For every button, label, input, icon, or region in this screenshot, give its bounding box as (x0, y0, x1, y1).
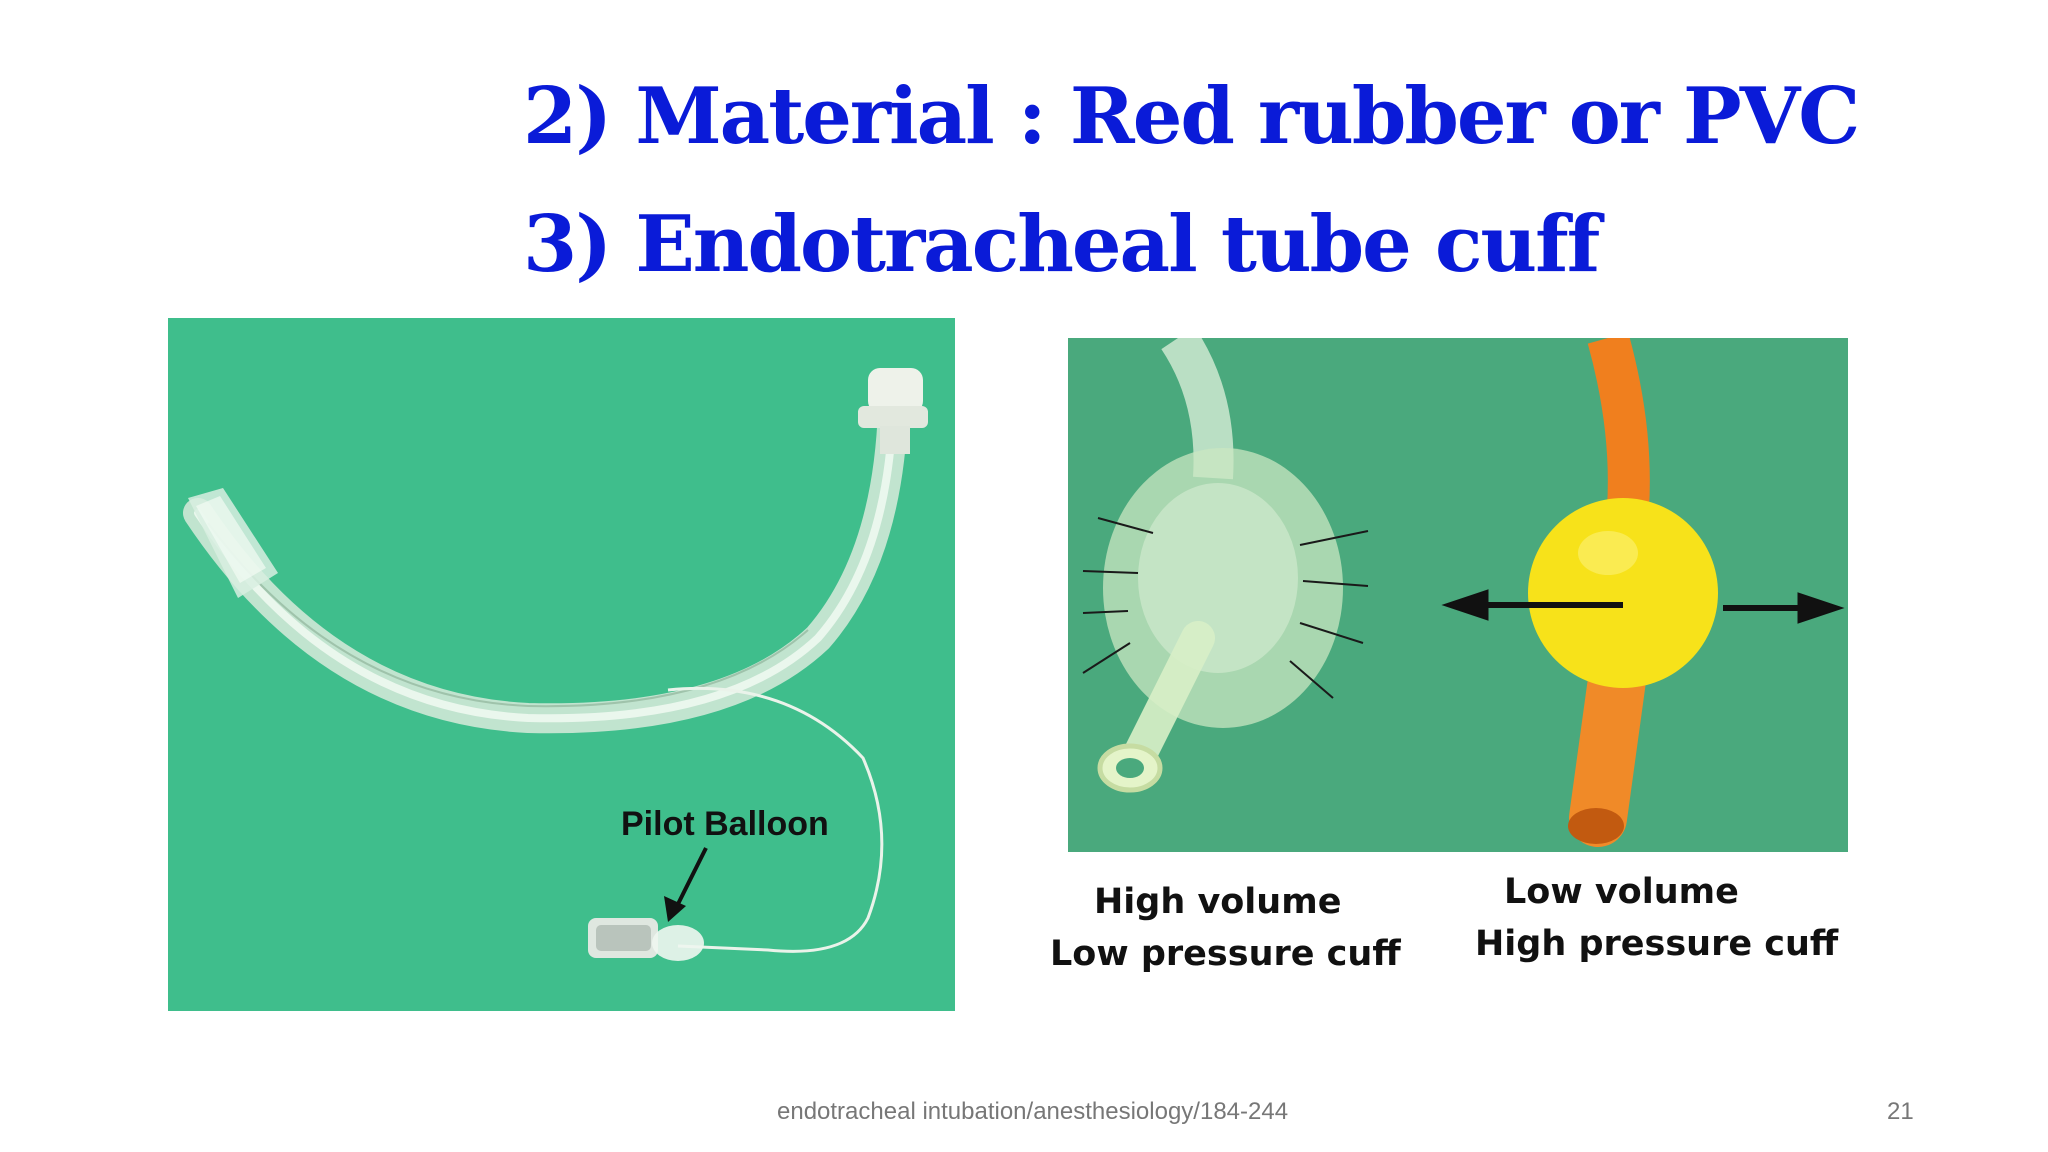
pressure-arrows-large (1441, 589, 1845, 624)
low-volume-cuff (1528, 498, 1718, 688)
pilot-balloon-label: Pilot Balloon (621, 805, 829, 843)
slide-page-number: 21 (1887, 1098, 1914, 1125)
slide-title-material: 2) Material : Red rubber or PVC (523, 71, 1860, 162)
endotracheal-tube-illustration: Pilot Balloon (168, 318, 955, 1011)
caption-low-pressure-cuff: Low pressure cuff (1050, 934, 1401, 974)
cuff-comparison-photo (1068, 338, 1848, 852)
caption-low-volume: Low volume (1504, 872, 1739, 912)
caption-high-volume: High volume (1094, 882, 1342, 922)
cuff-comparison-illustration (1068, 338, 1848, 852)
footer-source: endotracheal intubation/anesthesiology/1… (777, 1098, 1289, 1125)
inflation-line (667, 686, 884, 953)
pressure-arrows-small (1082, 517, 1369, 699)
tube-connector (868, 368, 923, 413)
pilot-balloon (652, 925, 704, 961)
caption-high-pressure-cuff: High pressure cuff (1475, 924, 1839, 964)
endotracheal-tube-photo: Pilot Balloon (168, 318, 955, 1011)
slide-title-cuff: 3) Endotracheal tube cuff (523, 199, 1600, 290)
red-rubber-tube (1587, 338, 1650, 510)
